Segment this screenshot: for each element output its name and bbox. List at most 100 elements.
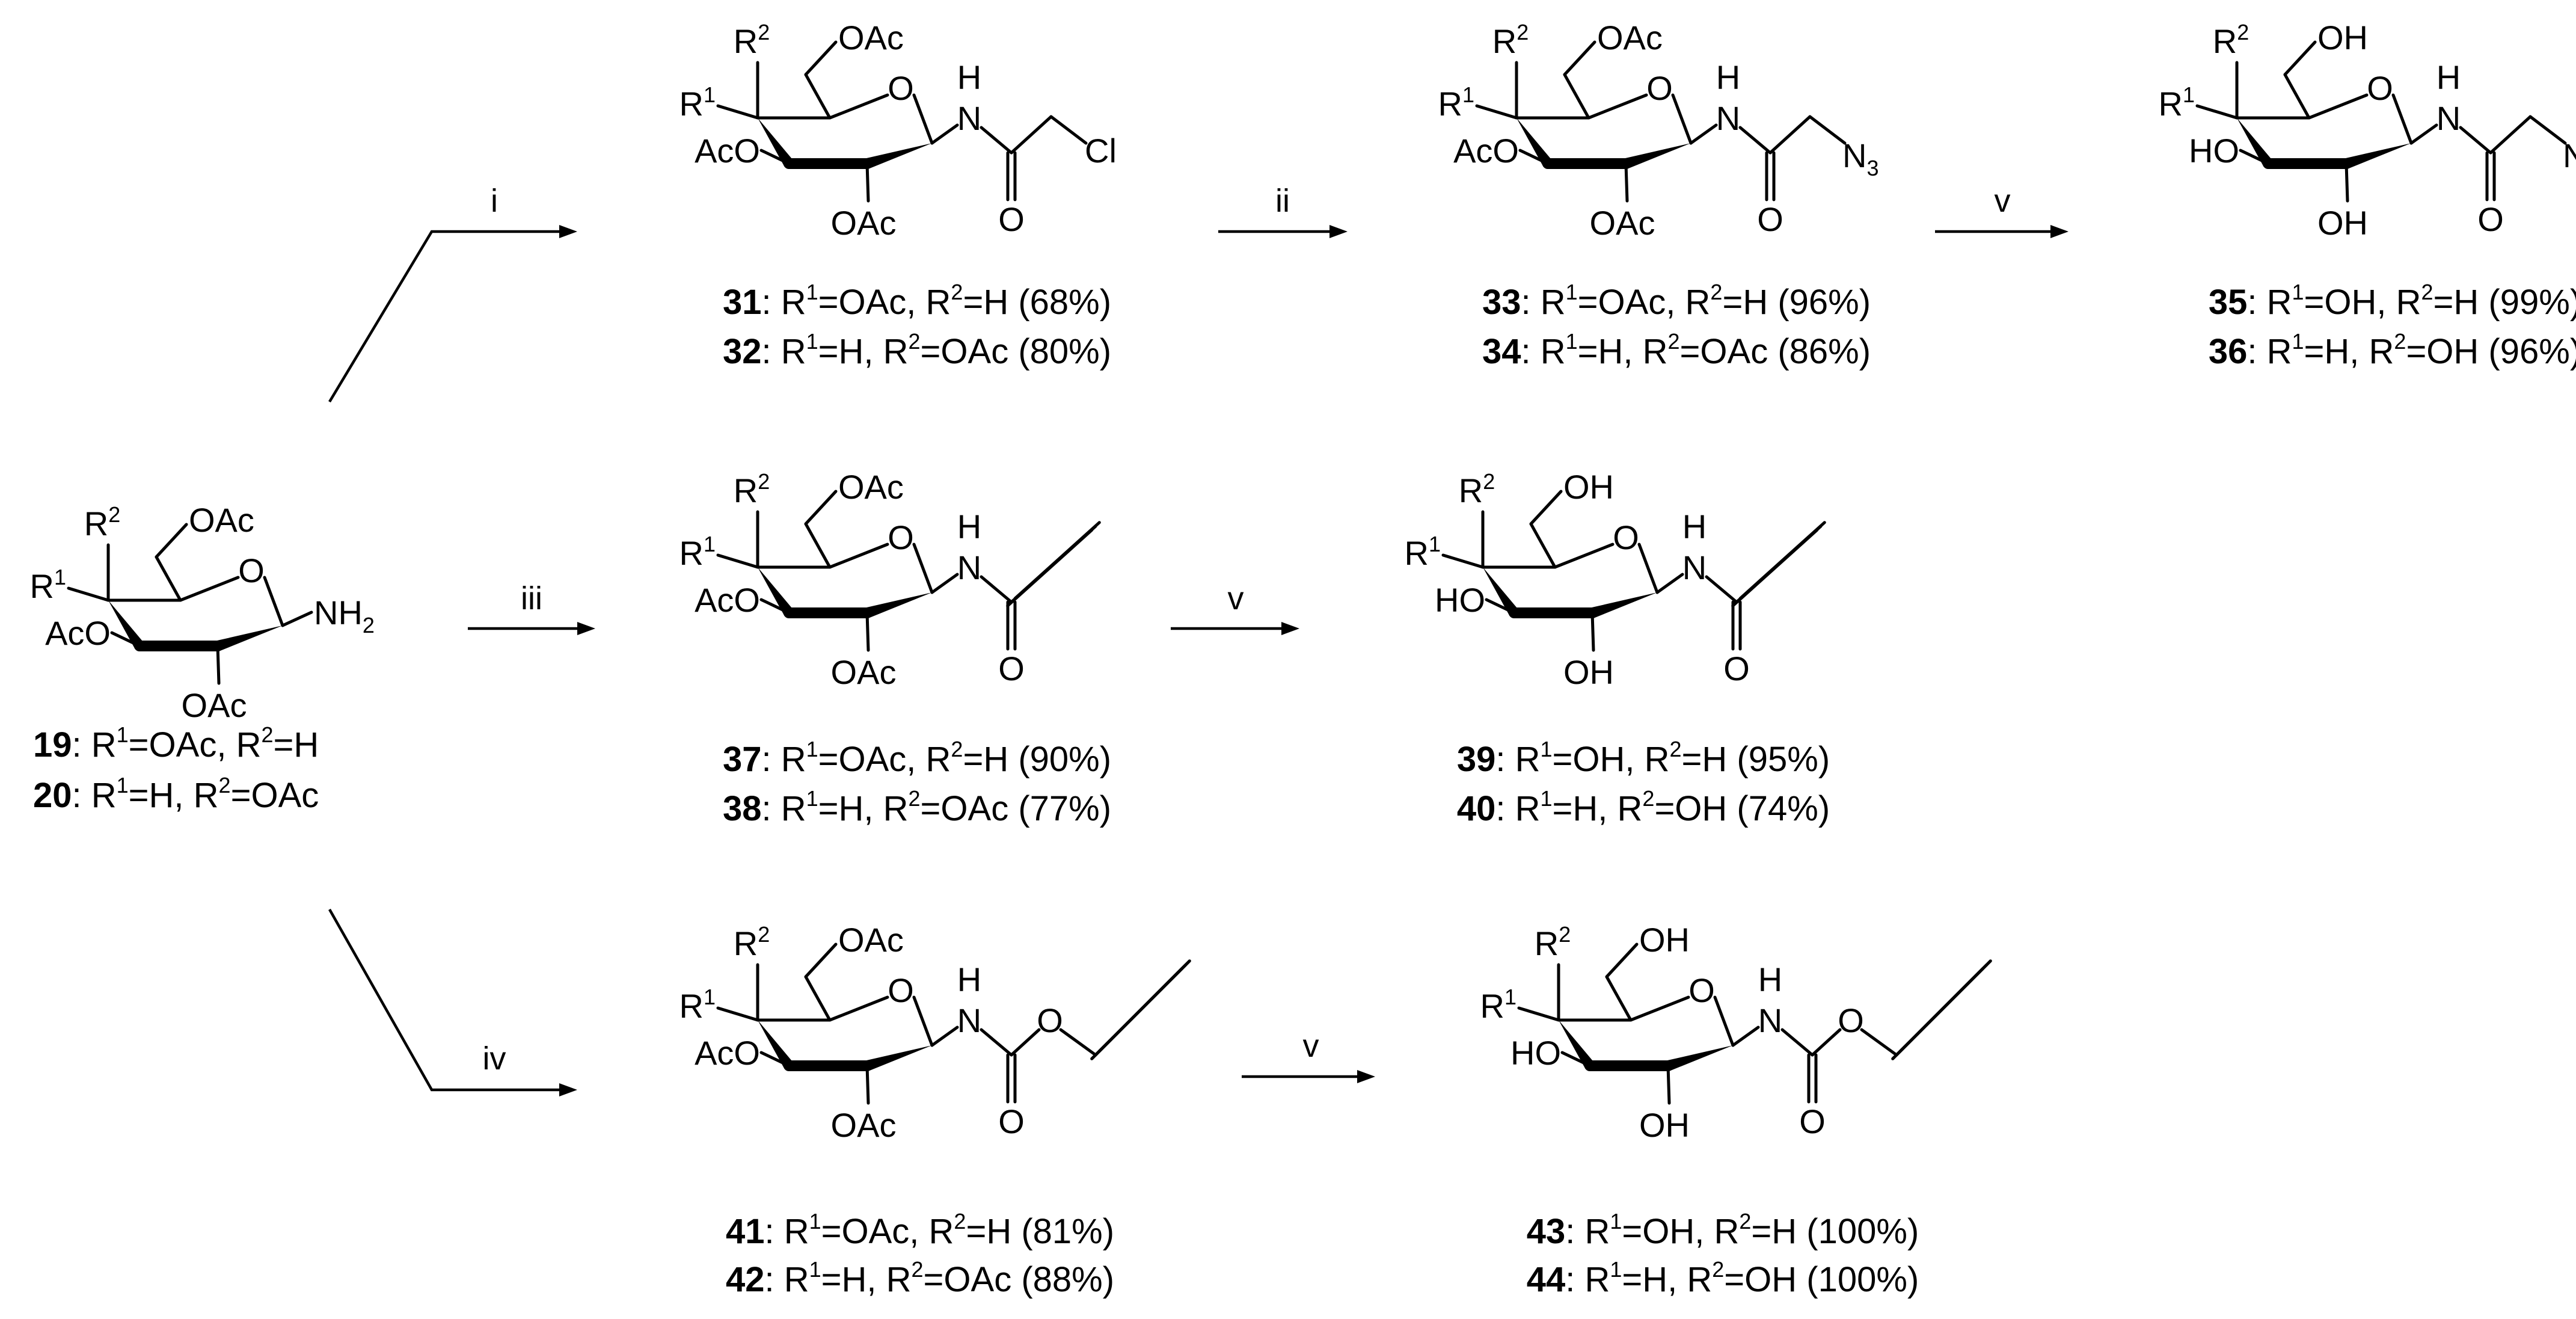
ring-wedge: [758, 118, 794, 167]
caption-43-44: 43: R1=OH, R2=H (100%) 44: R1=H, R2=OH (1…: [1527, 1209, 1919, 1299]
compound-caption-line: 39: R1=OH, R2=H (95%): [1457, 737, 1830, 779]
oh-label: OH: [1563, 468, 1614, 506]
bond: [1666, 1064, 1671, 1105]
bond: [155, 555, 182, 602]
bond: [1860, 1028, 1898, 1057]
compound-number: 36: [2209, 332, 2248, 371]
chlorine-label: Cl: [1085, 132, 1117, 170]
ring-oxygen: O: [1646, 69, 1673, 107]
bond: [1731, 1025, 1760, 1047]
bond: [759, 1051, 791, 1068]
ring-wedge: [758, 567, 794, 616]
compound-number: 19: [33, 725, 72, 764]
oac-label: OAc: [189, 501, 254, 539]
compound-caption-line: 36: R1=H, R2=OH (96%): [2209, 329, 2576, 371]
amide-hydrogen: H: [957, 961, 981, 998]
oac-label: OAc: [838, 19, 904, 57]
oac-label: OAc: [182, 686, 247, 724]
r2-label: R2: [2213, 20, 2249, 60]
bond: [1780, 1028, 1814, 1057]
compound-number: 32: [723, 332, 762, 371]
bond: [1808, 115, 1847, 145]
aco-label: AcO: [45, 614, 111, 652]
bond: [1529, 522, 1557, 569]
r2-label: R2: [734, 469, 770, 509]
bond: [1485, 598, 1516, 615]
bond: [1560, 1051, 1592, 1068]
r1-label: R1: [1405, 532, 1441, 572]
amide-hydrogen: H: [1716, 58, 1740, 96]
bond: [804, 40, 838, 76]
amide-nitrogen: N: [957, 549, 981, 586]
bond: [716, 553, 759, 569]
compound-caption-line: 41: R1=OAc, R2=H (81%): [726, 1209, 1114, 1251]
ring-oxygen: O: [888, 518, 914, 556]
compound-number: 39: [1457, 740, 1496, 779]
ring-wedge: [216, 626, 283, 651]
bond: [1441, 553, 1485, 569]
bond: [759, 149, 791, 165]
r2-label: R2: [734, 20, 770, 60]
compound-caption-line: 35: R1=OH, R2=H (99%): [2209, 280, 2576, 322]
bond: [930, 573, 959, 594]
bond: [930, 123, 959, 145]
azide-label: N3: [2563, 137, 2576, 180]
ring-wedge: [865, 1045, 932, 1071]
oac-label: OAc: [831, 204, 897, 242]
compound-caption-line: 31: R1=OAc, R2=H (68%): [723, 280, 1111, 322]
r1-label: R1: [2159, 82, 2195, 123]
bond: [1811, 1028, 1842, 1057]
ring-oxygen: O: [2367, 69, 2393, 107]
bond: [865, 162, 870, 203]
oh-label: OH: [1563, 653, 1614, 691]
r2-label: R2: [734, 922, 770, 962]
ring-wedge: [1559, 1020, 1595, 1069]
triple-bond: [1738, 521, 1826, 600]
bond: [1605, 975, 1633, 1022]
ester-oxygen: O: [1037, 1001, 1063, 1039]
caption-35-36: 35: R1=OH, R2=H (99%) 36: R1=H, R2=OH (96…: [2209, 280, 2576, 371]
compound-caption-line: 32: R1=H, R2=OAc (80%): [723, 329, 1111, 371]
amide-hydrogen: H: [957, 58, 981, 96]
amide-nitrogen: N: [957, 1001, 981, 1039]
caption-33-34: 33: R1=OAc, R2=H (96%)34: R1=H, R2=OAc (…: [1482, 280, 1871, 371]
reagent-label-v-middle: v: [1228, 580, 1244, 616]
structures: OR2R1OAcAcOOAcNH2OR2R1OAcAcOOAcNHOClOR2R…: [30, 19, 2576, 1144]
oh-label: OH: [2317, 19, 2368, 57]
r2-label: R2: [1492, 20, 1529, 60]
bond: [2344, 162, 2349, 203]
ring-oxygen: O: [1688, 971, 1715, 1009]
bond: [2283, 40, 2317, 76]
ring-bond: [828, 543, 889, 569]
bond: [1010, 1028, 1041, 1057]
bond: [1655, 573, 1684, 594]
ring-wedge: [865, 143, 932, 169]
r2-label: R2: [84, 502, 120, 543]
compound-caption-line: 44: R1=H, R2=OH (100%): [1527, 1257, 1919, 1299]
carbonyl-oxygen: O: [998, 200, 1025, 238]
r1-label: R1: [1438, 82, 1474, 123]
bond: [1768, 115, 1812, 155]
bond: [216, 644, 221, 685]
ring-wedge: [1516, 118, 1553, 167]
compound-caption-line: 43: R1=OH, R2=H (100%): [1527, 1209, 1919, 1251]
r2-label: R2: [1459, 469, 1495, 509]
bond: [155, 523, 188, 559]
bond: [980, 126, 1013, 155]
bond: [2283, 73, 2311, 120]
arrow-v-top: v: [1935, 183, 2068, 238]
bond: [804, 942, 838, 979]
oh-label: OH: [1639, 1106, 1690, 1144]
ring-wedge: [758, 1020, 794, 1069]
ring-bond: [912, 543, 934, 594]
compound-number: 43: [1527, 1212, 1566, 1251]
compound-number: 20: [33, 776, 72, 815]
compound-number: 34: [1482, 332, 1521, 371]
oh-label: OH: [1639, 921, 1690, 959]
ring-bond: [1629, 995, 1690, 1022]
arrow-v-bottom: v: [1242, 1028, 1375, 1083]
arrow-v-middle: v: [1171, 580, 1299, 635]
